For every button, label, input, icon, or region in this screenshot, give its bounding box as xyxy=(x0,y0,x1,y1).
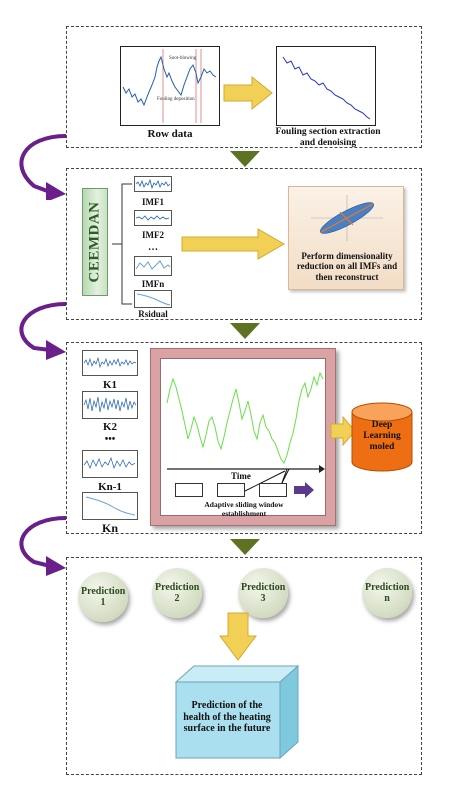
prediction-n-label: Prediction n xyxy=(365,581,410,605)
raw-data-series xyxy=(122,49,217,123)
prediction-3-label: Prediction 3 xyxy=(241,581,286,605)
ceemdan-bracket xyxy=(112,183,132,305)
stage3-panel xyxy=(66,342,422,534)
stage2-yellow-arrow xyxy=(181,228,286,260)
raw-data-chart: Soot-blowing Fouling deposition xyxy=(120,46,220,126)
down-triangle-2 xyxy=(230,323,260,339)
prediction-2-label: Prediction 2 xyxy=(155,581,200,605)
deep-learning-label: Deep Learning moled xyxy=(363,420,401,452)
imfn-chart xyxy=(134,256,172,276)
prediction-1-label: Prediction 1 xyxy=(81,585,126,609)
k2-chart xyxy=(82,391,138,419)
window-slot-3 xyxy=(259,483,287,497)
denoised-label: Fouling section extraction and denoising xyxy=(275,127,381,148)
annotation-soot-blowing: Soot-blowing xyxy=(169,56,197,61)
window-slot-2 xyxy=(217,483,245,497)
imf1-chart xyxy=(134,176,172,192)
k-ellipsis: ••• xyxy=(104,434,116,445)
flow-curve-2 xyxy=(19,302,67,360)
kn1-chart xyxy=(82,450,138,478)
stage1-panel xyxy=(66,26,422,148)
window-label: Adaptive sliding window establishment xyxy=(204,500,284,518)
flow-curve-3 xyxy=(19,516,67,576)
stage4-yellow-arrow xyxy=(219,612,257,661)
deep-learning-cylinder xyxy=(351,402,413,472)
prediction-2-node: Prediction 2 xyxy=(152,568,202,618)
stage2-panel xyxy=(66,168,422,320)
prediction-n-node: Prediction n xyxy=(362,568,412,618)
ceemdan-label: CEEMDAN xyxy=(86,201,103,283)
kn-label: Kn xyxy=(101,521,118,535)
sliding-window-frame: Time Adaptive sliding window establishme… xyxy=(150,348,336,526)
ceemdan-block: CEEMDAN xyxy=(82,188,108,296)
imf2-label: IMF2 xyxy=(142,230,164,240)
future-health-label: Prediction of the health of the heating … xyxy=(183,700,271,734)
stage1-yellow-arrow xyxy=(223,76,273,110)
prediction-3-node: Prediction 3 xyxy=(238,568,288,618)
sliding-window-inner: Time Adaptive sliding window establishme… xyxy=(160,358,326,518)
down-triangle-3 xyxy=(230,539,260,555)
imf2-chart xyxy=(134,210,172,226)
k1-label: K1 xyxy=(102,379,118,391)
imf1-label: IMF1 xyxy=(142,197,164,207)
flow-curve-1 xyxy=(19,134,67,200)
annotation-fouling-deposition: Fouling deposition xyxy=(157,97,195,102)
prediction-1-node: Prediction 1 xyxy=(78,572,128,622)
k2-label: K2 xyxy=(102,421,118,433)
k1-chart xyxy=(82,350,138,376)
imf-ellipsis: … xyxy=(148,242,158,253)
window-arrow-icon xyxy=(294,482,314,498)
imfn-label: IMFn xyxy=(141,279,165,289)
denoised-series xyxy=(282,56,371,120)
time-axis-label: Time xyxy=(231,471,251,481)
kn1-label: Kn-1 xyxy=(98,481,122,493)
denoised-chart xyxy=(276,46,376,126)
stage4-panel xyxy=(66,557,422,775)
pca-ellipse-icon xyxy=(311,195,383,241)
kn-chart xyxy=(82,492,138,520)
residual-chart xyxy=(134,290,172,308)
dimensionality-box: Perform dimensionality reduction on all … xyxy=(288,186,404,290)
future-health-cube xyxy=(174,664,300,760)
dimensionality-label: Perform dimensionality reduction on all … xyxy=(296,251,398,282)
residual-label: Rsidual xyxy=(138,309,168,319)
raw-data-label: Row data xyxy=(147,128,193,140)
stage3-yellow-arrow xyxy=(330,416,356,446)
down-triangle-1 xyxy=(230,151,260,167)
window-slot-1 xyxy=(175,483,203,497)
